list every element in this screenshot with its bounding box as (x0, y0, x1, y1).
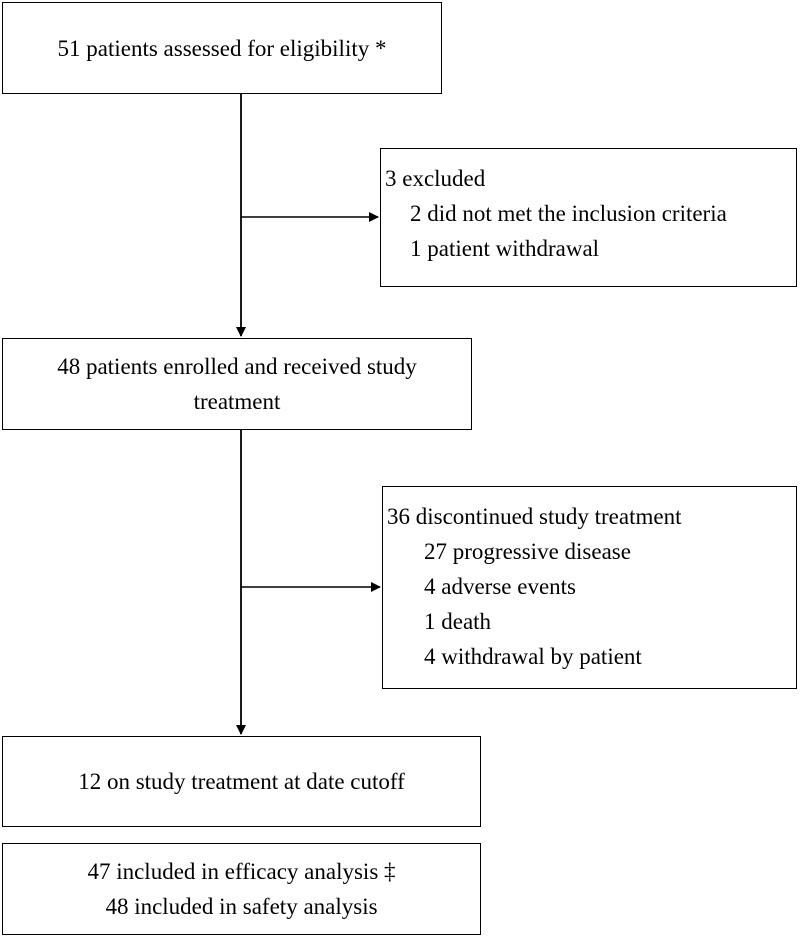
enrolled-text-line: 48 patients enrolled and received study (57, 354, 417, 379)
discontinued-box: 36 discontinued study treatment 27 progr… (382, 486, 797, 689)
excluded-heading: 3 excluded (385, 166, 486, 191)
excluded-reason: 1 patient withdrawal (410, 236, 600, 261)
analysis-box: 47 included in efficacy analysis ‡ 48 in… (2, 843, 481, 935)
discontinued-heading: 36 discontinued study treatment (387, 504, 682, 529)
discontinued-reason: 1 death (424, 609, 492, 634)
enrolled-text-line: treatment (193, 389, 281, 414)
assessed-text: 51 patients assessed for eligibility * (57, 35, 387, 61)
excluded-reason: 2 did not met the inclusion criteria (410, 201, 727, 226)
assessed-box: 51 patients assessed for eligibility * (2, 2, 442, 94)
ongoing-box: 12 on study treatment at date cutoff (2, 736, 481, 827)
excluded-box: 3 excluded 2 did not met the inclusion c… (380, 148, 797, 287)
discontinued-reason: 27 progressive disease (424, 539, 631, 564)
discontinued-reason: 4 adverse events (424, 574, 576, 599)
ongoing-text: 12 on study treatment at date cutoff (78, 769, 405, 794)
analysis-text-line: 47 included in efficacy analysis ‡ (87, 859, 396, 884)
enrolled-box: 48 patients enrolled and received study … (2, 338, 472, 430)
discontinued-reason: 4 withdrawal by patient (424, 644, 642, 669)
analysis-text-line: 48 included in safety analysis (105, 894, 378, 919)
